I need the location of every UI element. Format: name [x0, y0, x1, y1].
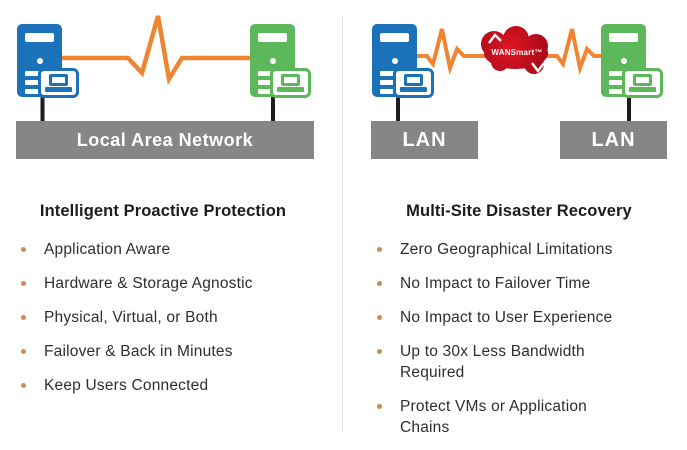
bullet-icon: [21, 383, 26, 388]
lan-bar-label: LAN: [591, 128, 636, 151]
lan-bar-label: Local Area Network: [76, 129, 254, 150]
list-item-label: Physical, Virtual, or Both: [44, 309, 218, 326]
lan-bar: LAN: [371, 121, 478, 159]
list-item-label: Zero Geographical Limitations: [400, 241, 613, 258]
laptop-icon: [270, 68, 311, 98]
lan-bar: Local Area Network: [16, 121, 314, 159]
panel-divider: [342, 16, 343, 432]
list-item: Hardware & Storage Agnostic: [20, 273, 315, 294]
wan-cloud-label: WANSmart™: [491, 48, 543, 57]
wan-pulse-left-icon: [417, 28, 490, 76]
bullet-icon: [377, 404, 382, 409]
lan-bar: LAN: [560, 121, 667, 159]
list-item: Zero Geographical Limitations: [376, 239, 628, 260]
heartbeat-pulse-icon: [61, 15, 250, 86]
laptop-screen: [633, 74, 652, 86]
bullet-icon: [377, 281, 382, 286]
bullet-icon: [377, 315, 382, 320]
list-item: No Impact to Failover Time: [376, 273, 628, 294]
bullet-icon: [377, 247, 382, 252]
server-led: [391, 58, 398, 64]
laptop-base: [629, 87, 656, 92]
list-item: Up to 30x Less Bandwidth Required: [376, 341, 628, 383]
list-item-label: Application Aware: [44, 241, 171, 258]
list-item: No Impact to User Experience: [376, 307, 628, 328]
laptop-base: [277, 87, 304, 92]
lan-bar-label: LAN: [402, 128, 447, 151]
list-item-label: Keep Users Connected: [44, 377, 209, 394]
server-led: [620, 58, 627, 64]
server-led: [269, 58, 276, 64]
arrow-up-icon: [488, 33, 502, 44]
laptop-screen: [404, 74, 423, 86]
list-item-label: No Impact to Failover Time: [400, 275, 591, 292]
list-item-label: Failover & Back in Minutes: [44, 343, 233, 360]
list-item-label: Hardware & Storage Agnostic: [44, 275, 253, 292]
server-slot: [609, 33, 638, 42]
laptop-icon: [393, 68, 434, 98]
wan-pulse-right-icon: [546, 28, 604, 76]
server-slot: [380, 33, 409, 42]
laptop-screen: [49, 74, 68, 86]
list-item: Application Aware: [20, 239, 315, 260]
list-item-label: Protect VMs or Application Chains: [400, 398, 587, 436]
laptop-base: [45, 87, 72, 92]
right-feature-list: Zero Geographical Limitations No Impact …: [376, 239, 629, 450]
server-slot: [258, 33, 287, 42]
bullet-icon: [21, 247, 26, 252]
list-item-label: No Impact to User Experience: [400, 309, 613, 326]
list-item: Failover & Back in Minutes: [20, 341, 315, 362]
left-panel-heading: Intelligent Proactive Protection: [39, 202, 287, 220]
list-item: Protect VMs or Application Chains: [376, 396, 628, 438]
laptop-base: [400, 87, 427, 92]
list-item: Physical, Virtual, or Both: [20, 307, 315, 328]
left-feature-list: Application Aware Hardware & Storage Agn…: [20, 239, 315, 409]
server-slot: [25, 33, 54, 42]
arrow-down-icon: [531, 62, 545, 73]
right-panel-heading: Multi-Site Disaster Recovery: [406, 202, 632, 220]
list-item-label: Up to 30x Less Bandwidth Required: [400, 343, 585, 381]
list-item: Keep Users Connected: [20, 375, 315, 396]
laptop-icon: [38, 68, 79, 98]
bullet-icon: [21, 349, 26, 354]
bullet-icon: [377, 349, 382, 354]
bullet-icon: [21, 315, 26, 320]
laptop-screen: [281, 74, 300, 86]
bullet-icon: [21, 281, 26, 286]
server-led: [36, 58, 43, 64]
laptop-icon: [622, 68, 663, 98]
